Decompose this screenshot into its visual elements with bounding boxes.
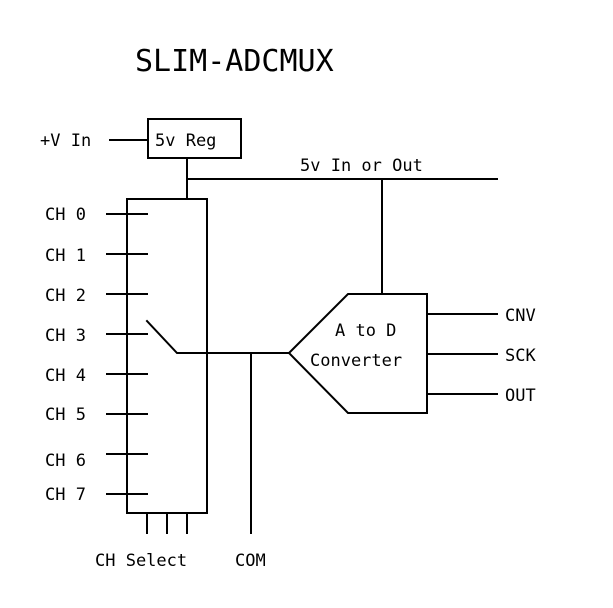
mux-box xyxy=(126,198,208,514)
channel-label-4: CH 4 xyxy=(45,366,86,386)
regulator-box xyxy=(147,118,242,159)
diagram-title: SLIM-ADCMUX xyxy=(135,44,334,79)
channel-select-label: CH Select xyxy=(95,551,187,571)
channel-label-1: CH 1 xyxy=(45,246,86,266)
channel-label-0: CH 0 xyxy=(45,205,86,225)
channel-label-2: CH 2 xyxy=(45,286,86,306)
channel-label-6: CH 6 xyxy=(45,451,86,471)
cnv-label: CNV xyxy=(505,306,536,326)
adc-label-line2: Converter xyxy=(310,351,402,371)
channel-label-5: CH 5 xyxy=(45,405,86,425)
channel-label-3: CH 3 xyxy=(45,326,86,346)
power-rail-label: 5v In or Out xyxy=(300,156,423,176)
channel-label-7: CH 7 xyxy=(45,485,86,505)
com-label: COM xyxy=(235,551,266,571)
adc-label-line1: A to D xyxy=(335,321,396,341)
sck-label: SCK xyxy=(505,346,536,366)
power-input-label: +V In xyxy=(40,131,91,151)
out-label: OUT xyxy=(505,386,536,406)
regulator-label: 5v Reg xyxy=(155,131,216,151)
